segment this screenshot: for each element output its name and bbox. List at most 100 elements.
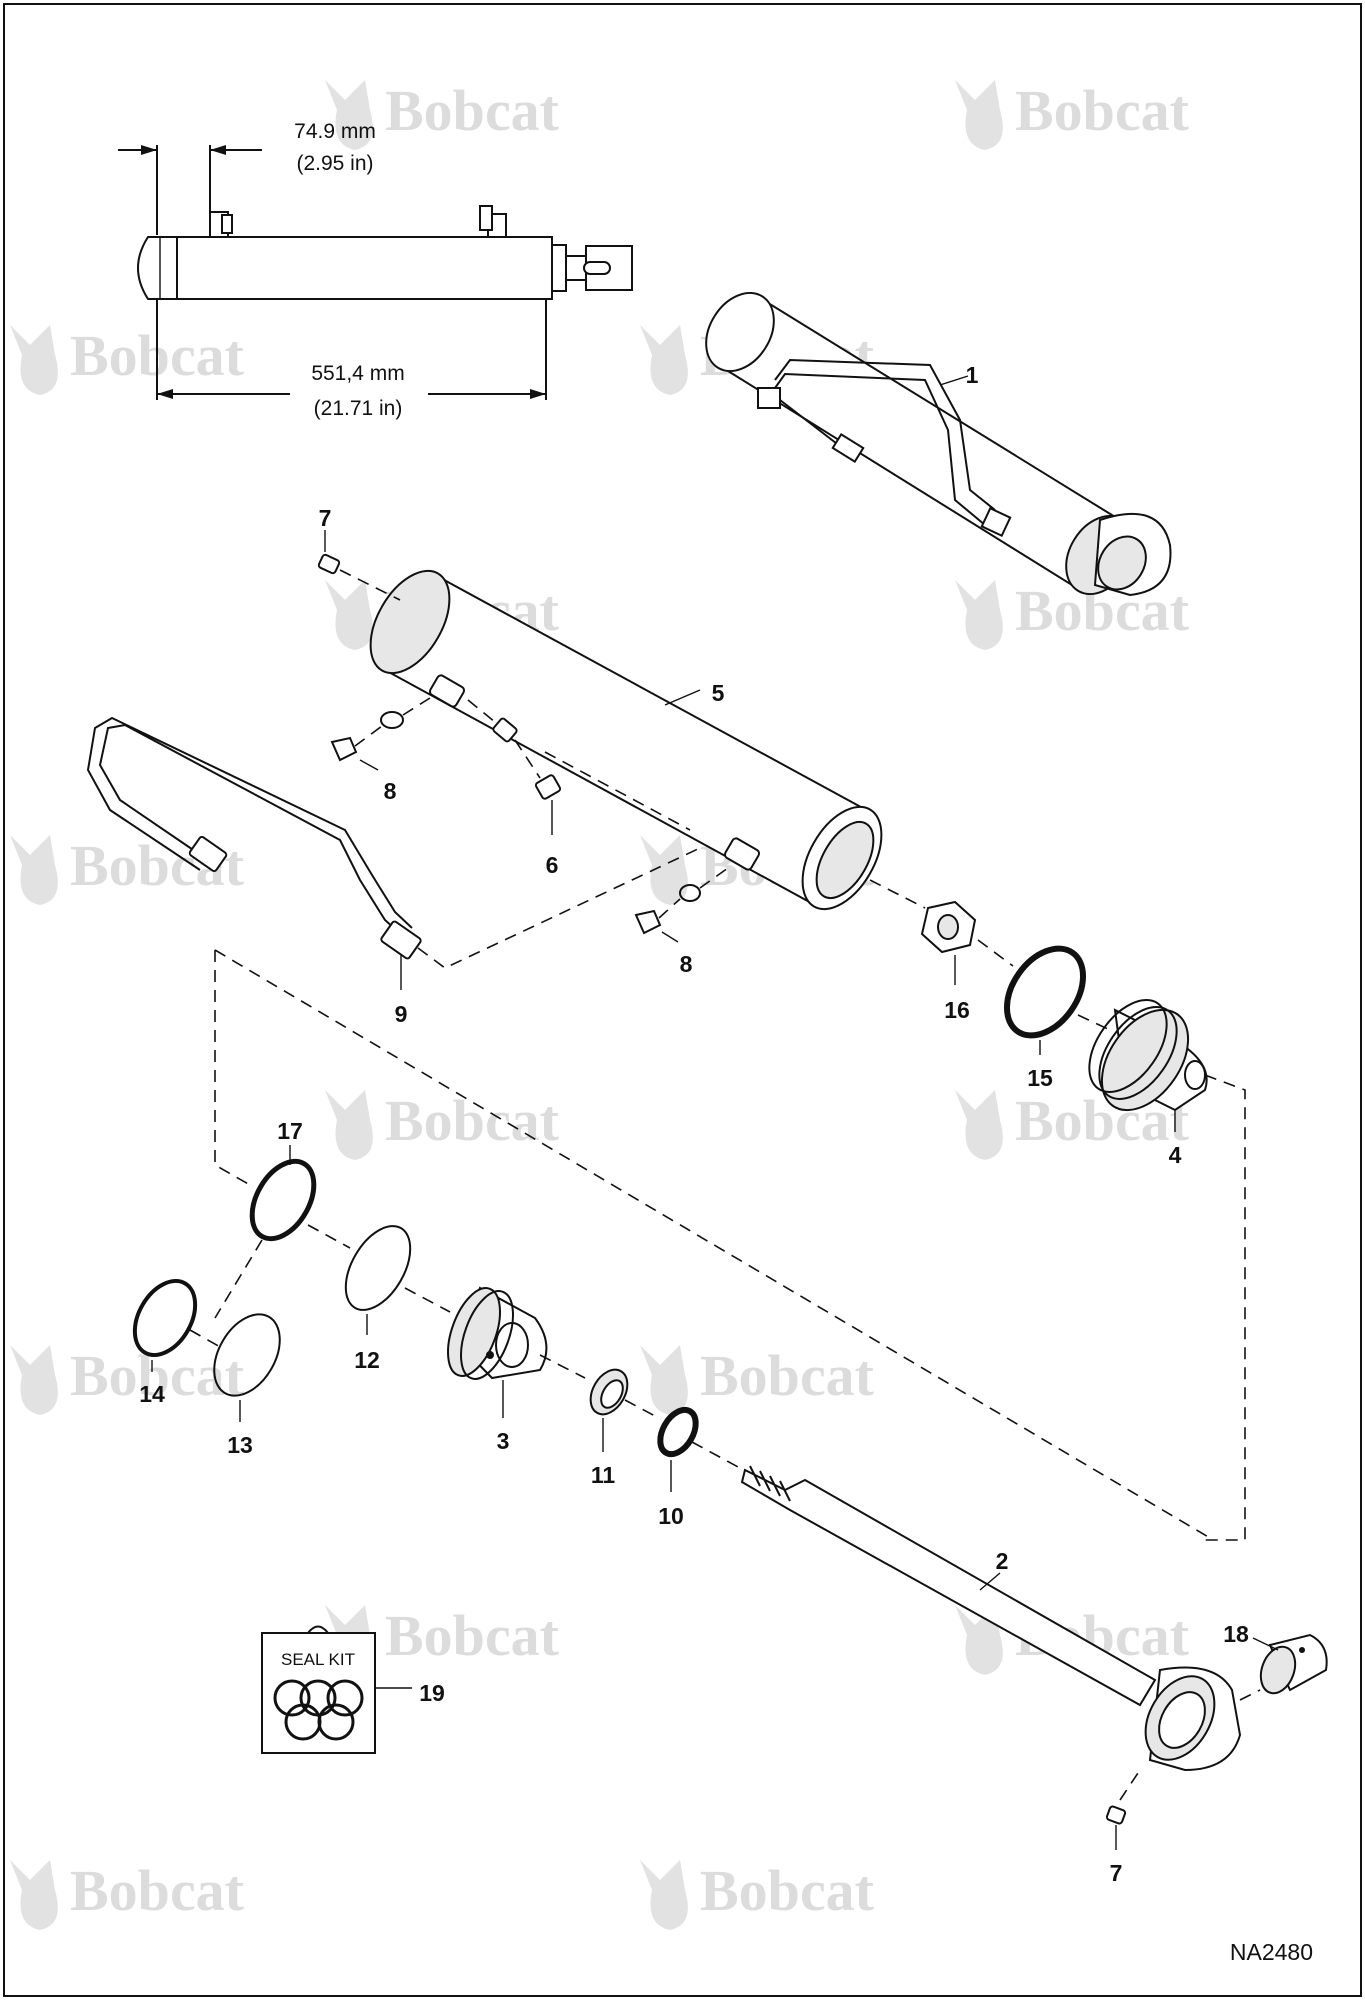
- leader-2: [979, 1572, 1001, 1591]
- leader-5: [664, 689, 701, 706]
- watermark: Bobcat: [955, 78, 1190, 150]
- piston-bore: [1184, 1060, 1206, 1090]
- bobcat-logo-icon: [640, 1860, 688, 1930]
- dash-plug-upper: [354, 725, 383, 747]
- part-9-tube: [86, 716, 701, 990]
- oring-upper: [380, 711, 404, 729]
- part-18-bushing: [1252, 1633, 1328, 1695]
- dash-3-to-11: [539, 1354, 586, 1379]
- bushing-end: [1259, 1645, 1297, 1695]
- tube-nut-1: [188, 835, 228, 873]
- part-callout-18: 18: [1223, 1621, 1249, 1647]
- part-10-rod-seal: [657, 1406, 741, 1492]
- dash-eye-to-bushing: [1239, 1689, 1261, 1701]
- dash-17-to-12: [307, 1224, 351, 1249]
- part-callout-11: 11: [591, 1462, 616, 1488]
- part-callout-19: 19: [419, 1680, 445, 1706]
- part-callout-8: 8: [680, 951, 693, 977]
- bleed-screw-bottom: [1105, 1805, 1127, 1825]
- assembly-rod-eye-bore: [1097, 535, 1147, 591]
- watermark: Bobcat: [955, 578, 1190, 650]
- dash-6a: [467, 699, 496, 723]
- part-3-gland: [447, 1286, 586, 1418]
- dash-main-diagonal: [214, 949, 1211, 1539]
- part-callout-8: 8: [384, 778, 397, 804]
- dash-12-to-3: [404, 1287, 451, 1313]
- leader-1: [939, 375, 969, 386]
- part-callout-9: 9: [395, 1001, 408, 1027]
- drawing-border: [3, 3, 1362, 1997]
- assembly-port-2: [980, 506, 1012, 538]
- watermark: Bobcat: [325, 1088, 560, 1160]
- bobcat-logo-icon: [325, 80, 373, 150]
- bleed-screw-top: [317, 553, 341, 575]
- rod-seal: [657, 1406, 699, 1458]
- part-callout-5: 5: [712, 680, 725, 706]
- seal-kit-ring-1: [273, 1679, 311, 1717]
- assembly-barrel-end: [705, 291, 775, 373]
- bobcat-logo-icon: [10, 1345, 58, 1415]
- dim-length-arrowhead-left: [157, 389, 173, 399]
- piston-face: [1100, 1008, 1190, 1112]
- dim-length-mm: 551,4 mm: [311, 362, 404, 385]
- part-16-nut: [869, 879, 977, 985]
- seal-kit-label: SEAL KIT: [281, 1650, 355, 1669]
- watermark-text: Bobcat: [70, 1858, 245, 1923]
- dash-plug-lower: [658, 898, 681, 919]
- part-14-oring: [132, 1279, 223, 1372]
- dash-seal-to-piston: [1077, 1014, 1111, 1031]
- bobcat-logo-icon: [325, 1090, 373, 1160]
- watermark: Bobcat: [10, 833, 245, 905]
- part-callout-15: 15: [1027, 1065, 1053, 1091]
- part-callout-4: 4: [1169, 1142, 1182, 1168]
- watermark-text: Bobcat: [700, 1858, 875, 1923]
- watermark: Bobcat: [10, 1858, 245, 1930]
- dimension-cylinder-end: [137, 236, 178, 300]
- piston-groove-1: [1088, 999, 1168, 1093]
- dash-17-to-14: [214, 1239, 263, 1319]
- part-11-wiper: [589, 1368, 656, 1452]
- assembly-hose-link: [779, 399, 846, 451]
- part-callout-13: 13: [227, 1432, 253, 1458]
- dash-11-to-10: [624, 1399, 656, 1417]
- bobcat-logo-icon: [10, 325, 58, 395]
- oring-lower: [679, 884, 701, 902]
- part-callout-10: 10: [658, 1503, 684, 1529]
- bobcat-logo-icon: [955, 80, 1003, 150]
- dash-7-to-barrel: [339, 569, 401, 601]
- part-callout-14: 14: [139, 1381, 165, 1407]
- gland-hole: [486, 1351, 494, 1359]
- seal-kit-hanger: [305, 1625, 331, 1634]
- dash-piston-to-rod: [1204, 1074, 1246, 1541]
- part-7-bleed-screw-bottom: [1105, 1769, 1141, 1850]
- fitting-6a: [492, 717, 518, 743]
- watermark-text: Bobcat: [1015, 78, 1190, 143]
- tube-outer: [98, 723, 406, 939]
- part-19-seal-kit: SEAL KIT: [261, 1625, 412, 1754]
- bobcat-logo-icon: [955, 1090, 1003, 1160]
- watermark: Bobcat: [10, 1343, 245, 1415]
- part-13-oring: [213, 1313, 281, 1422]
- dimension-port-1-nut: [221, 214, 233, 234]
- oring-17: [249, 1158, 317, 1242]
- dimension-rod-slot: [583, 261, 611, 275]
- dash-10-to-rod: [691, 1441, 741, 1469]
- barrel-bore: [815, 821, 875, 899]
- part-8-plug-lower: [634, 867, 729, 943]
- plug-lower: [634, 909, 662, 935]
- barrel-port-2: [723, 837, 761, 871]
- part-12-oring: [344, 1225, 451, 1335]
- part-7-bleed-screw-top: [317, 530, 401, 601]
- rod-shaft: [740, 1468, 1157, 1707]
- dash-oring-lower: [699, 867, 729, 889]
- dimension-gland: [551, 244, 567, 292]
- oring-13: [213, 1313, 281, 1397]
- barrel-port-1: [428, 674, 466, 708]
- part-callout-16: 16: [944, 997, 970, 1023]
- dim-arrowhead-right: [210, 145, 226, 155]
- dash-9-to-port: [417, 847, 701, 969]
- part-8-plug-upper: [330, 697, 431, 771]
- part-callout-17: 17: [277, 1118, 303, 1144]
